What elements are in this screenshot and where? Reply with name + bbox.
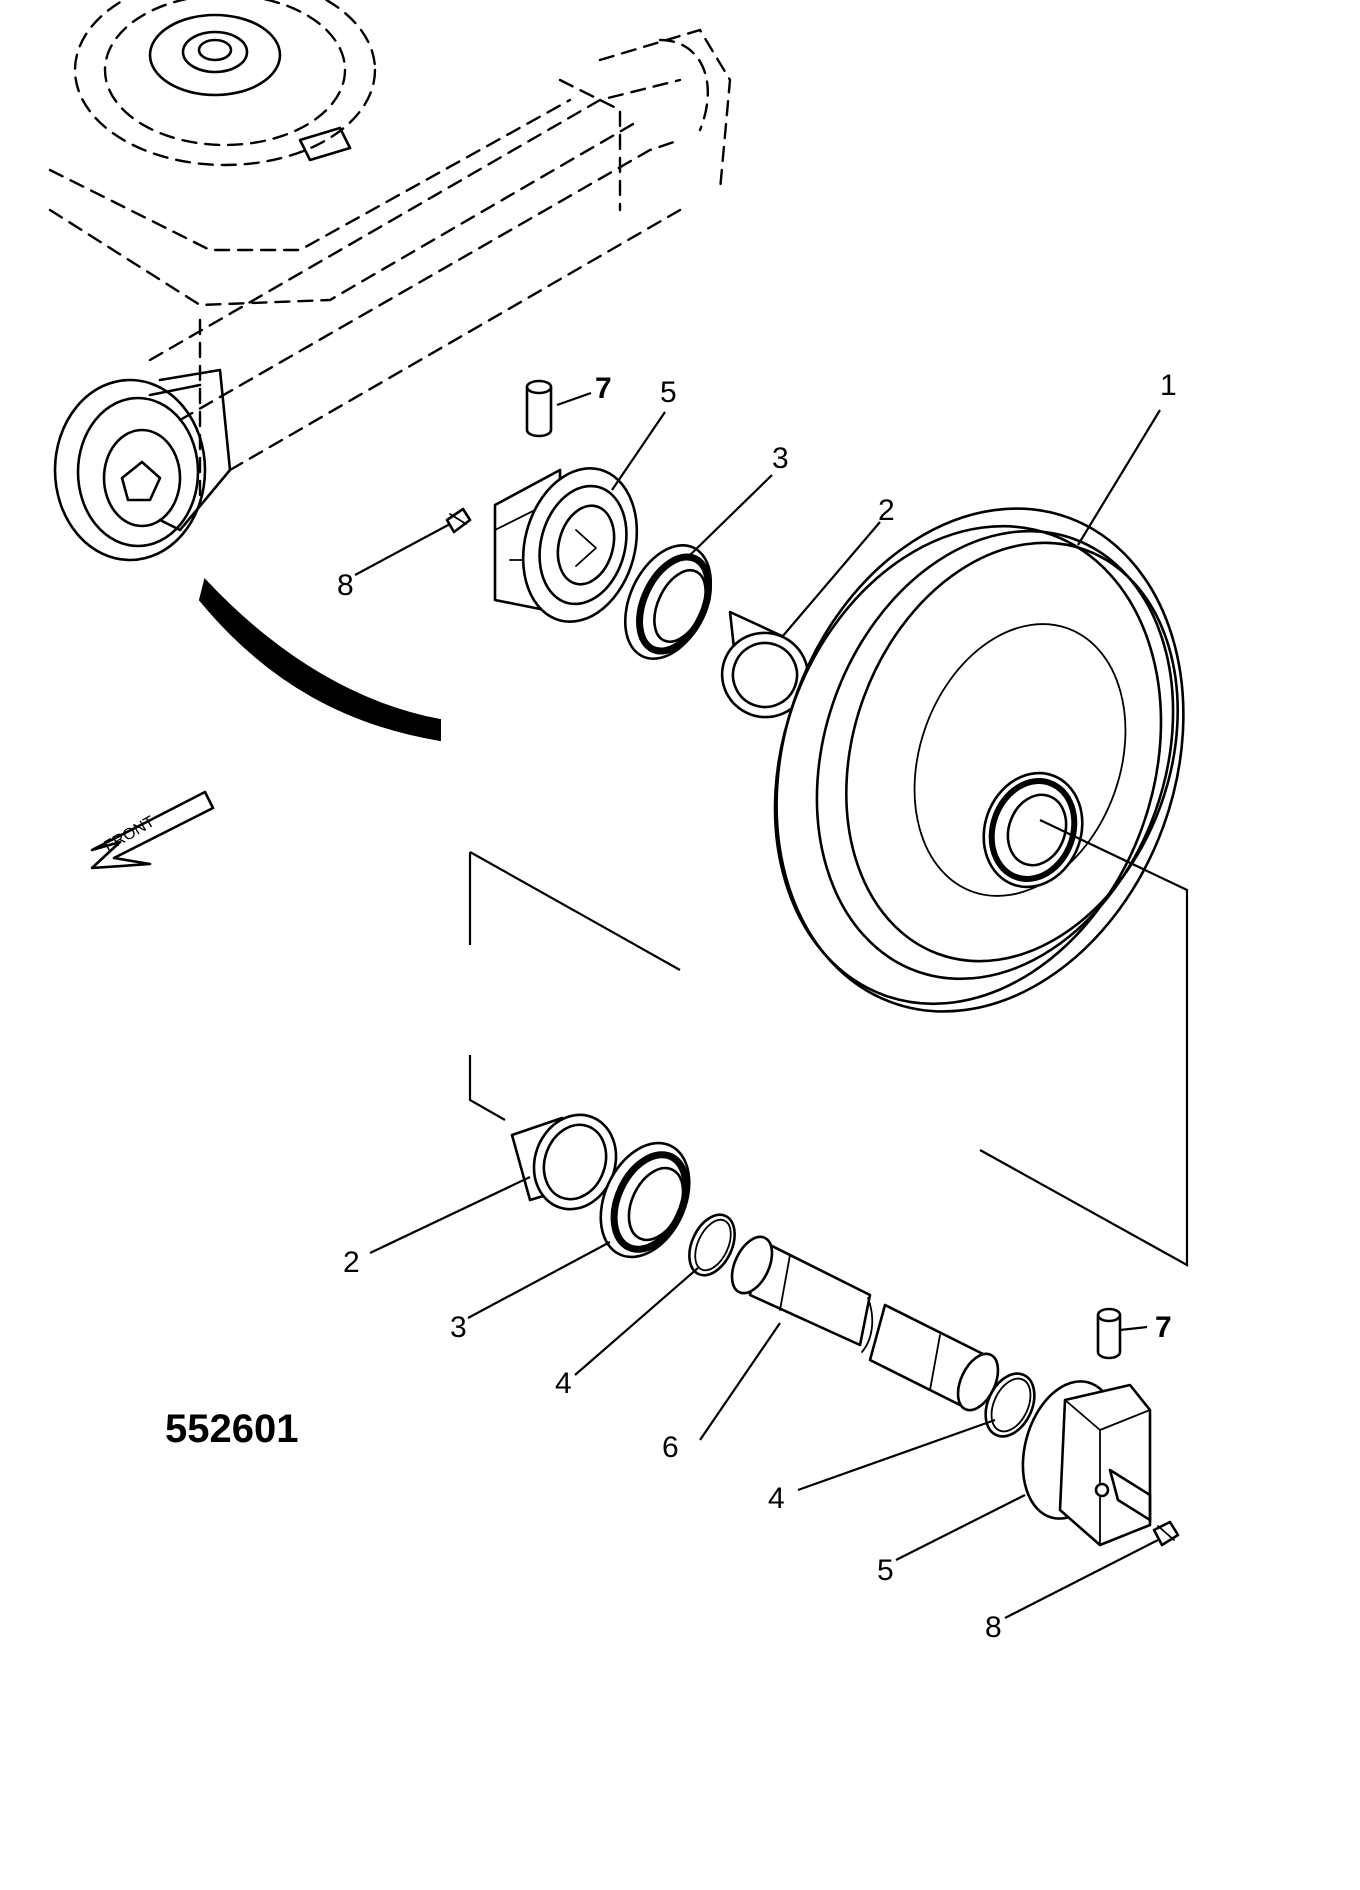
front-idler-assembly: [53, 368, 232, 562]
bracket-upper: [493, 467, 639, 623]
bushing-lower: [510, 1113, 618, 1211]
shaft: [730, 1235, 1000, 1412]
drive-sprocket: [73, 0, 377, 167]
plug-lower: [1152, 1520, 1180, 1547]
track-chain-segment: [198, 577, 441, 742]
seal-lower: [599, 1141, 691, 1259]
pin-lower: [1096, 1307, 1122, 1360]
pin-upper: [525, 379, 553, 438]
front-direction-arrow: FRONT: [90, 790, 215, 870]
callout-2-lower: 2: [343, 1246, 360, 1279]
callout-numbers: 1 2 3 5 7 8 2 3 4 6 4 5 8 7: [337, 369, 1177, 1644]
callout-7-lower: 7: [1155, 1311, 1172, 1344]
assembly-lines: [468, 819, 1189, 1267]
idler-wheel: [773, 507, 1185, 1013]
callout-8-lower: 8: [985, 1611, 1002, 1644]
figure-number: 552601: [165, 1407, 298, 1451]
callout-4-right: 4: [768, 1482, 785, 1515]
bracket-lower: [1021, 1380, 1152, 1547]
callout-5-lower: 5: [877, 1554, 894, 1587]
callout-8-upper: 8: [337, 569, 354, 602]
o-ring-left: [688, 1213, 736, 1277]
callout-2-upper: 2: [878, 494, 895, 527]
callout-4-left: 4: [555, 1367, 572, 1400]
o-ring-right: [984, 1372, 1036, 1438]
callout-6: 6: [662, 1431, 679, 1464]
callout-5-upper: 5: [660, 376, 677, 409]
callout-3-upper: 3: [772, 442, 789, 475]
track-frame: [48, 0, 732, 562]
leader-lines: [354, 391, 1161, 1619]
seal-upper: [623, 543, 713, 661]
callout-7-upper: 7: [595, 372, 612, 405]
plug-upper: [445, 507, 472, 534]
callout-1: 1: [1160, 369, 1177, 402]
callout-3-lower: 3: [450, 1311, 467, 1344]
